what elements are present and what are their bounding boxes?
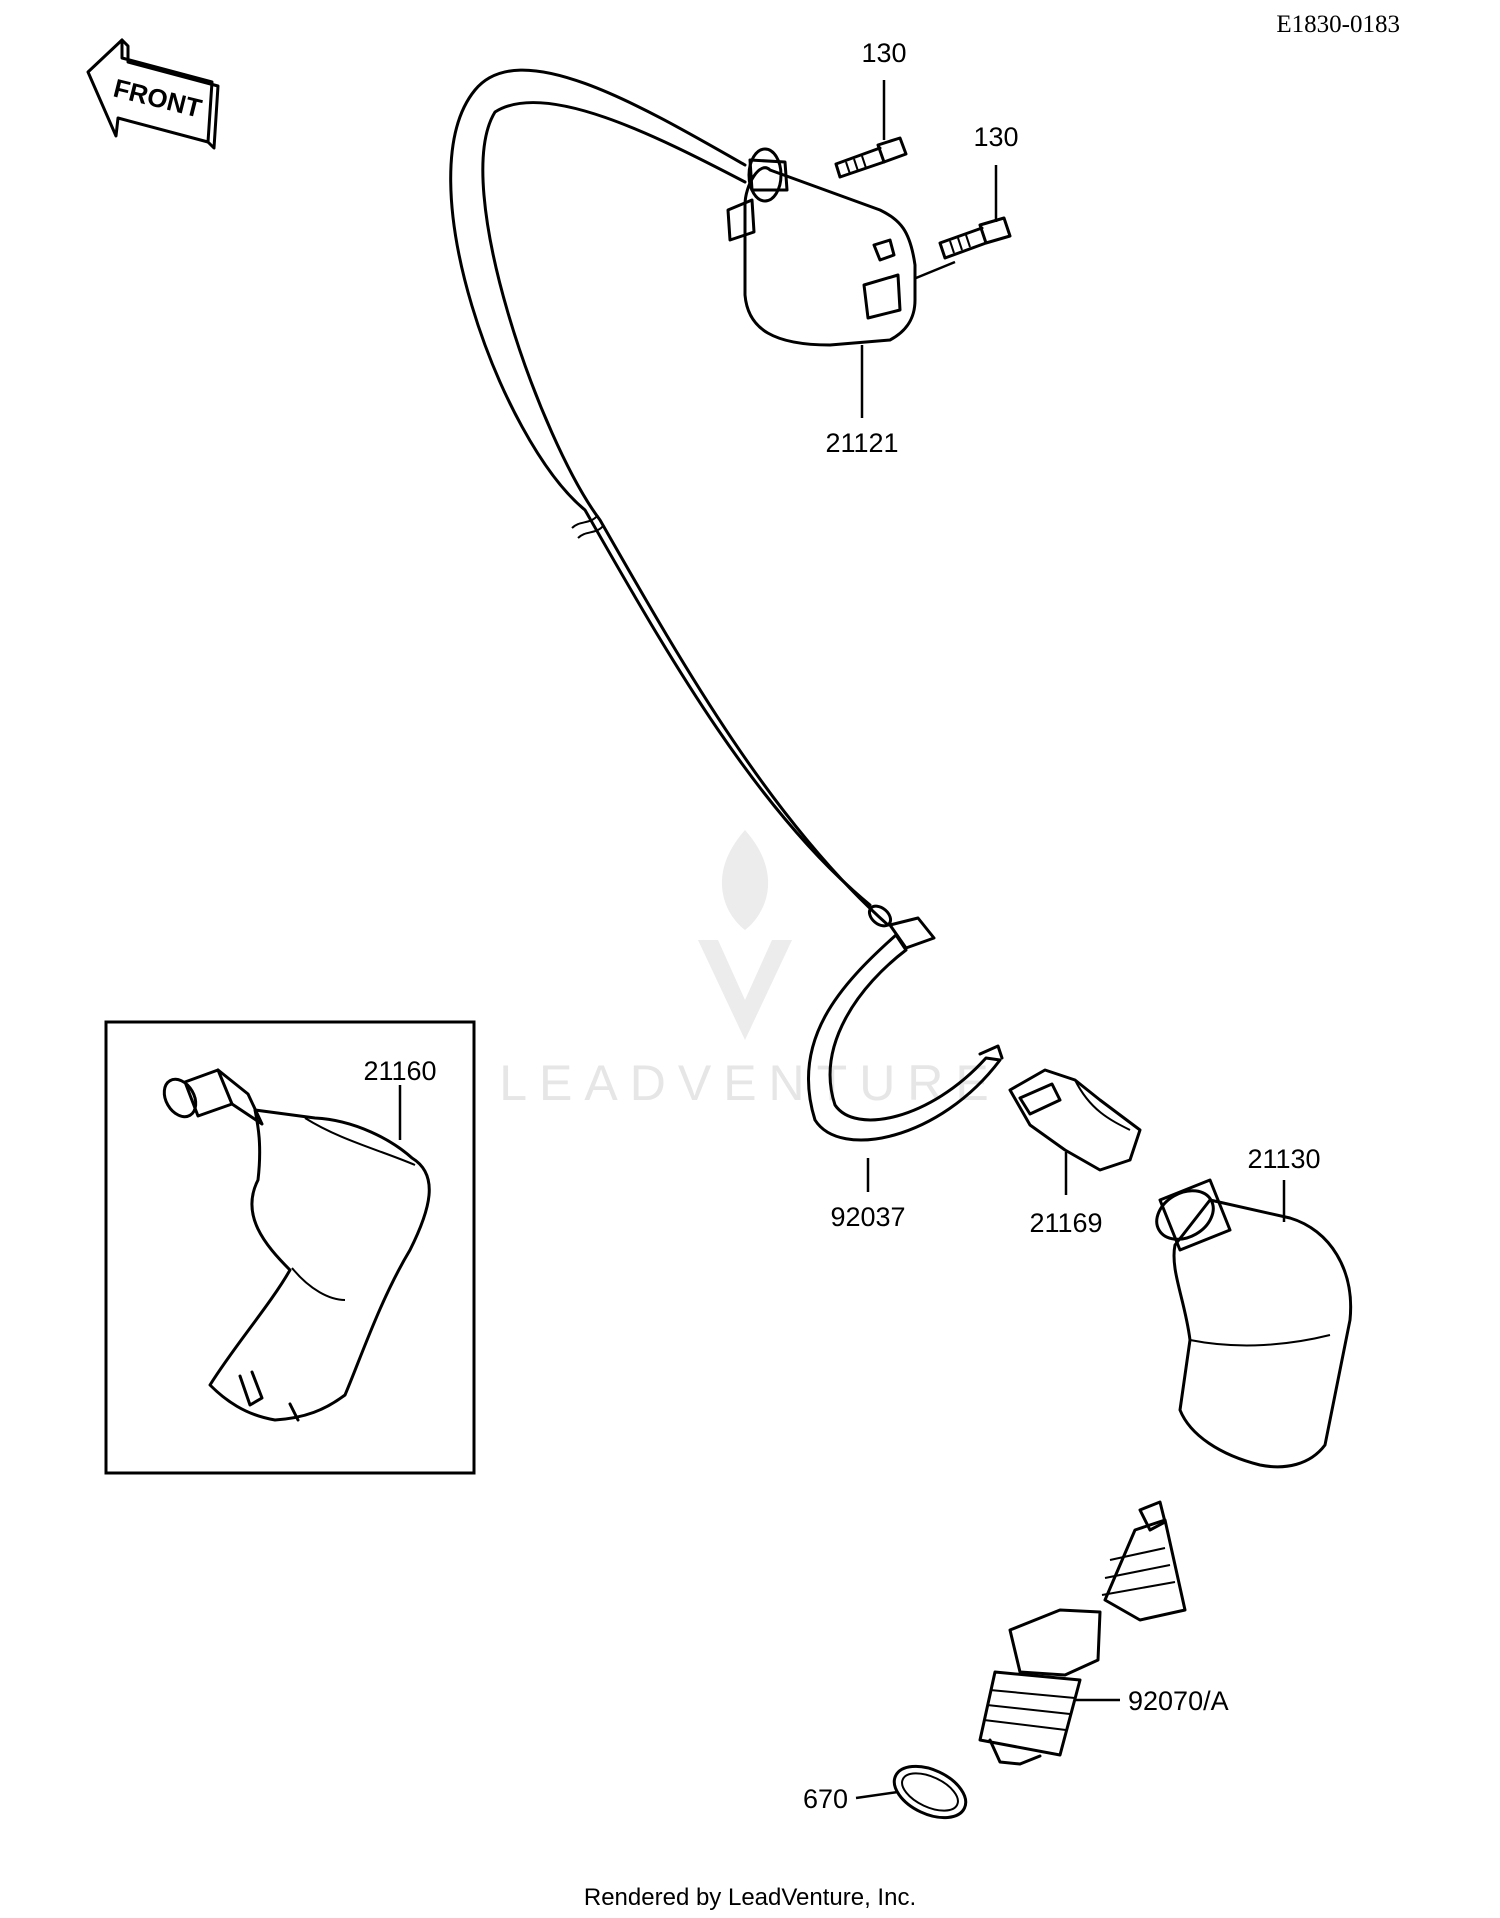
callout-bolt-upper: 130 bbox=[861, 38, 906, 68]
diagram-code: E1830-0183 bbox=[1276, 11, 1400, 38]
callout-gasket: 670 bbox=[803, 1784, 848, 1814]
clamp: 92037 bbox=[806, 916, 1004, 1232]
callout-clamp: 92037 bbox=[830, 1202, 905, 1232]
watermark-logo bbox=[698, 830, 792, 1040]
clip: 21169 bbox=[1008, 1068, 1142, 1238]
watermark: LEADVENTURE bbox=[499, 830, 1001, 1111]
ignition-coil bbox=[726, 147, 917, 347]
front-label: FRONT bbox=[111, 73, 205, 124]
footer-credit: Rendered by LeadVenture, Inc. bbox=[584, 1884, 916, 1911]
plug-cap: 21130 bbox=[1155, 1144, 1353, 1469]
front-arrow-icon: FRONT bbox=[86, 38, 220, 150]
callout-ignition-coil: 21121 bbox=[825, 428, 898, 458]
spark-plug: 92070/A bbox=[978, 1500, 1229, 1766]
bolt-upper: 130 bbox=[834, 38, 908, 179]
watermark-text: LEADVENTURE bbox=[499, 1055, 1001, 1111]
bolt-lower: 130 bbox=[915, 122, 1019, 280]
callout-clip: 21169 bbox=[1029, 1208, 1102, 1238]
callout-bolt-lower: 130 bbox=[973, 122, 1018, 152]
gasket: 670 bbox=[803, 1764, 968, 1820]
alternate-plug-cap bbox=[162, 1068, 431, 1422]
callout-spark-plug: 92070/A bbox=[1128, 1686, 1229, 1716]
inset-box: 21160 bbox=[104, 1020, 476, 1475]
callout-cap-inset: 21160 bbox=[363, 1056, 436, 1086]
callout-plug-cap: 21130 bbox=[1247, 1144, 1320, 1174]
high-tension-lead bbox=[449, 68, 893, 928]
